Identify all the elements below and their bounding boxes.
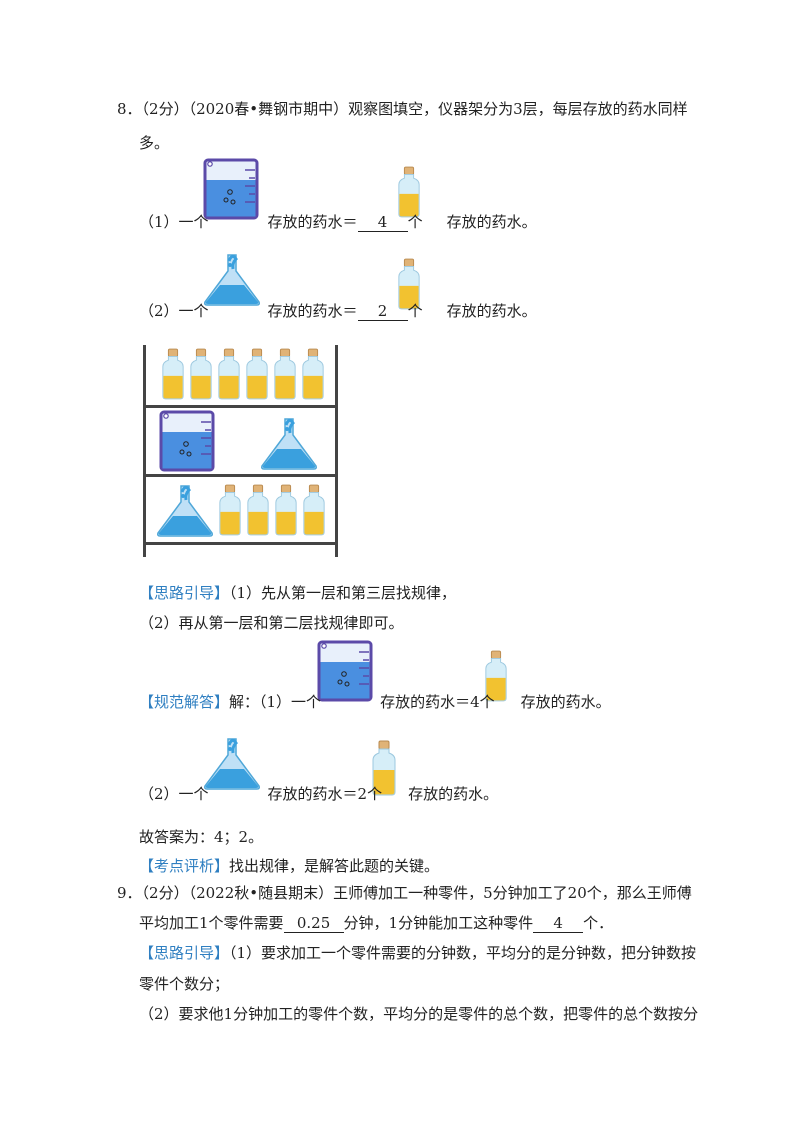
- q8-evaluation: 【考点评析】找出规律，是解答此题的关键。: [139, 857, 440, 875]
- q9-stem-line1: 9．（2分）（2022秋•随县期末）王师傅加工一种零件，5分钟加工了20个，那么…: [117, 884, 692, 902]
- q8-hint-line1: 【思路引导】（1）先从第一层和第三层找规律，: [139, 584, 457, 602]
- bottle-icon: [189, 346, 213, 402]
- bottle-icon: [218, 482, 242, 538]
- bottle-icon: [245, 346, 269, 402]
- q9-answer-2: 4: [533, 914, 584, 933]
- flask-icon: [155, 480, 215, 540]
- bottle-icon: [301, 346, 325, 402]
- shelf-board: [143, 542, 338, 545]
- q9-hint-line3: （2）要求他1分钟加工的零件个数，平均分的是零件的总个数，把零件的总个数按分: [139, 1005, 699, 1023]
- q8-stem-line2: 多。: [139, 134, 170, 152]
- q9-score: （2分）: [141, 884, 189, 902]
- bottle-icon: [217, 346, 241, 402]
- shelf-post-right: [335, 345, 338, 557]
- bottle-icon: [274, 482, 298, 538]
- q8-number: 8．: [117, 100, 142, 118]
- shelf-board: [143, 405, 338, 408]
- q8-solution-line1: 【规范解答】解：（1）一个存放的药水＝4个存放的药水。: [139, 693, 611, 711]
- q9-hint-line2: 零件个数分；: [139, 975, 230, 993]
- flask-icon: [259, 414, 319, 472]
- bottle-icon: [302, 482, 326, 538]
- bottle-icon: [246, 482, 270, 538]
- q8-part1-answer: 4: [357, 213, 408, 232]
- q8-source: （2020春•舞钢市期中）: [188, 100, 349, 118]
- q9-hint-line1: 【思路引导】（1）要求加工一个零件需要的分钟数，平均分的是分钟数，把分钟数按: [139, 944, 697, 962]
- q8-hint-line2: （2）再从第一层和第二层找规律即可。: [139, 614, 404, 632]
- shelf-board: [143, 474, 338, 477]
- q9-source: （2022秋•随县期末）: [188, 884, 334, 902]
- q8-solution-line2: （2）一个存放的药水＝2个存放的药水。: [139, 785, 499, 803]
- q9-number: 9．: [117, 884, 142, 902]
- q8-part2-answer: 2: [357, 302, 408, 321]
- shelf-post-left: [143, 345, 146, 557]
- q8-score: （2分）: [141, 100, 189, 118]
- evaluation-tag: 【考点评析】: [139, 857, 230, 875]
- hint-tag: 【思路引导】: [139, 944, 230, 962]
- q8-stem: 观察图填空，仪器架分为3层，每层存放的药水同样: [348, 100, 688, 118]
- hint-tag: 【思路引导】: [139, 584, 230, 602]
- solution-tag: 【规范解答】: [139, 693, 230, 711]
- beaker-icon: [159, 410, 215, 472]
- q8-answer: 故答案为：4；2。: [139, 828, 264, 846]
- q8-stem-line1: 8．（2分）（2020春•舞钢市期中）观察图填空，仪器架分为3层，每层存放的药水…: [117, 98, 688, 120]
- bottle-icon: [273, 346, 297, 402]
- q9-answer-1: 0.25: [283, 914, 344, 933]
- bottle-icon: [161, 346, 185, 402]
